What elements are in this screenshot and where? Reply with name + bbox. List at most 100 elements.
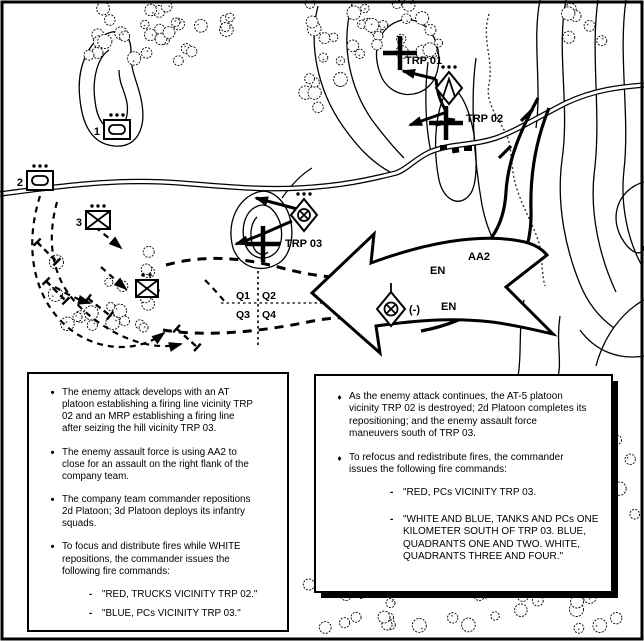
tree-texture-dot (146, 50, 149, 52)
tree-texture-dot (383, 26, 386, 29)
tree-icon (562, 30, 576, 44)
note-item-marker: ♦ (337, 452, 342, 463)
tree-icon (318, 52, 329, 63)
note-item-marker: - (390, 487, 394, 499)
note-item-marker: • (50, 493, 55, 506)
tree-icon (570, 594, 584, 609)
note-item-text: "BLUE, PCs VICINITY TRP 03." (102, 607, 241, 619)
tree-icon (119, 30, 131, 42)
tree-icon (138, 322, 149, 333)
note-item-marker: • (50, 387, 55, 399)
note-item-text: The enemy assault force is using AA2 to … (62, 446, 249, 482)
tree-icon (194, 18, 208, 33)
tree-icon (307, 85, 322, 100)
tree-icon (514, 603, 528, 617)
en-upper-label: EN (430, 265, 445, 277)
road (0, 82, 644, 197)
tree-icon (318, 621, 332, 634)
tree-icon (373, 30, 384, 42)
tree-icon (302, 578, 315, 591)
note-item-marker: - (89, 588, 93, 600)
note-item: •To focus and distribute fires while WHI… (43, 541, 281, 577)
tree-texture-dot (421, 627, 423, 630)
tree-icon (142, 245, 155, 258)
note-item: • The enemy assault force is using AA2 to… (43, 447, 281, 483)
note-item: -"WHITE AND BLUE, TANKS AND PCs ONE KILO… (390, 514, 605, 564)
quadrant-q2-label: Q2 (262, 290, 276, 302)
note-item-marker: • (50, 446, 55, 459)
trp01-label: TRP 01 (405, 55, 442, 67)
trp02-cross (429, 106, 463, 140)
quadrant-q1-label: Q1 (236, 290, 250, 302)
enemy-assault-company-symbol (375, 283, 407, 328)
note-item: ♦As the enemy attack continues, the AT-5… (330, 391, 605, 441)
tree-icon (170, 17, 181, 28)
tree-texture-dot (477, 596, 480, 599)
tree-icon (104, 277, 114, 287)
tree-icon (97, 33, 113, 50)
tree-icon (173, 55, 184, 67)
tree-texture-dot (577, 628, 580, 630)
tree-texture-dot (227, 16, 230, 19)
tree-texture-dot (406, 20, 409, 22)
tree-icon (346, 39, 360, 53)
tree-texture-dot (586, 23, 589, 26)
trp01-cross (383, 36, 417, 70)
tree-icon (583, 19, 596, 32)
tree-icon (434, 38, 443, 48)
note-item-marker: - (89, 607, 93, 619)
fighting-position (83, 293, 115, 321)
enemy-units (289, 65, 472, 328)
en-lower-label: EN (441, 301, 456, 313)
tree-icon (144, 28, 157, 42)
tree-texture-dot (616, 491, 618, 493)
tree-texture-dot (115, 308, 118, 310)
note-item: ♦To refocus and redistribute fires, the … (330, 452, 605, 477)
tree-icon (447, 612, 459, 624)
tree-icon (333, 72, 348, 87)
trp03-label: TRP 03 (285, 238, 322, 250)
tree-texture-dot (143, 326, 146, 328)
tree-icon (104, 14, 116, 26)
tree-icon (611, 434, 622, 446)
tree-icon (624, 453, 636, 465)
tree-icon (126, 51, 142, 66)
tree-texture-dot (168, 5, 170, 7)
tree-icon (531, 594, 544, 607)
tree-texture-dot (115, 319, 117, 322)
quadrant-q4-label: Q4 (262, 309, 276, 321)
tree-texture-dot (364, 8, 366, 10)
tree-icon (371, 38, 383, 51)
tree-icon (86, 319, 98, 331)
tree-icon (612, 481, 627, 496)
tree-texture-dot (151, 34, 154, 36)
infantry-section-symbol (135, 273, 159, 298)
tree-icon (610, 612, 623, 625)
tree-icon (106, 301, 116, 312)
stream (485, 13, 546, 287)
assault-arrow (309, 230, 558, 357)
unit-3-label: 3 (76, 217, 82, 229)
tree-texture-dot (174, 20, 176, 22)
note-item-marker: - (390, 513, 394, 525)
tree-icon (629, 508, 640, 520)
tree-icon (312, 101, 324, 114)
tree-icon (140, 263, 153, 275)
tree-texture-dot (93, 322, 95, 325)
tree-icon (364, 17, 380, 33)
right-note-box: ♦As the enemy attack continues, the AT-5… (314, 374, 613, 593)
note-item: •The company team commander repositions … (43, 494, 281, 530)
infantry-platoon-3-symbol (85, 204, 111, 230)
note-item-text: "WHITE AND BLUE, TANKS AND PCs ONE KILOM… (403, 513, 599, 562)
enemy-assault-axis (309, 97, 558, 357)
tree-icon (596, 35, 608, 47)
tree-texture-dot (52, 295, 54, 298)
tree-icon (83, 49, 95, 61)
route-labels: EN EN AA2 (-) (409, 249, 497, 316)
tree-icon (60, 316, 75, 332)
tree-icon (422, 42, 438, 58)
tree-icon (72, 312, 83, 322)
note-item: -"RED, PCs VICINITY TRP 03. (390, 487, 605, 499)
tree-texture-dot (75, 315, 77, 317)
